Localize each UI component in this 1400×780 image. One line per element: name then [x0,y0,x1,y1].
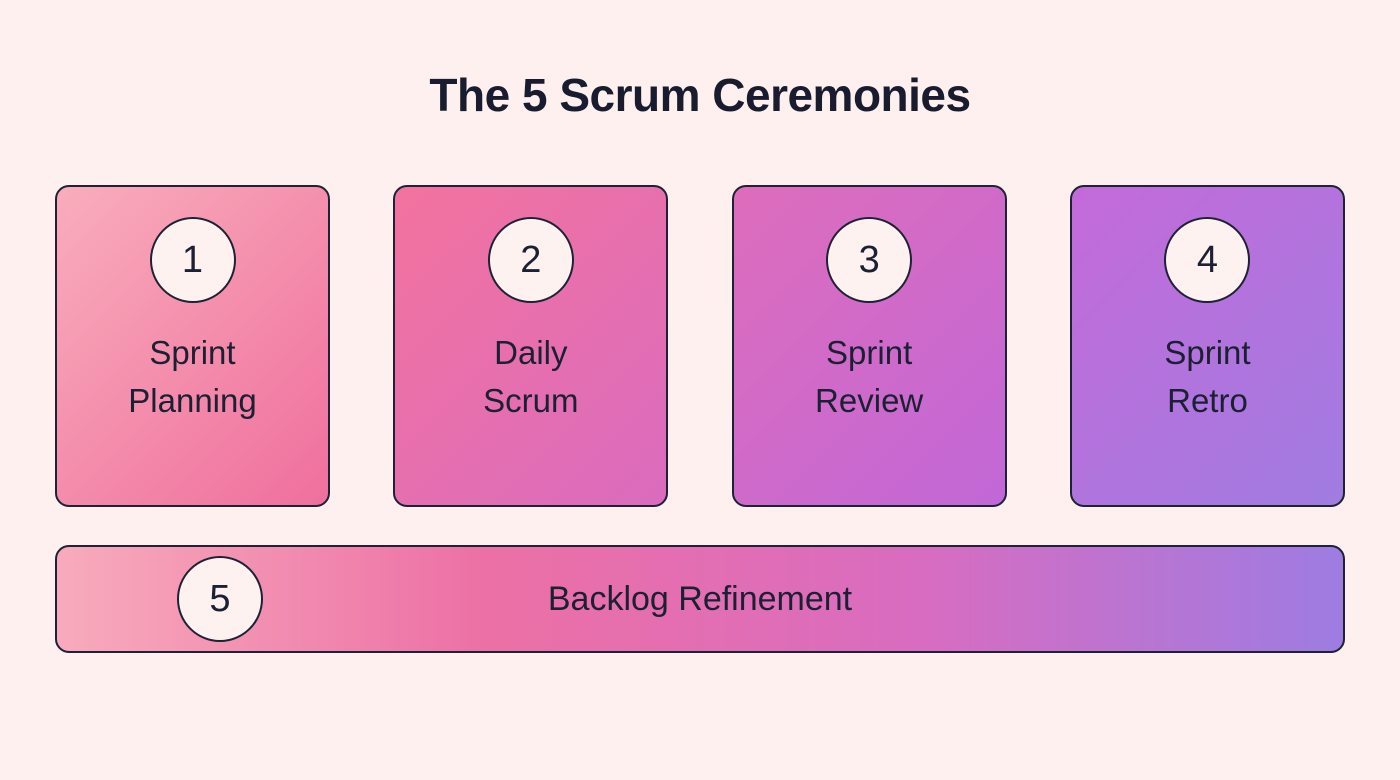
ceremony-card-sprint-retro: 4 Sprint Retro [1069,185,1345,507]
step-number: 5 [209,577,231,620]
step-number-badge: 1 [149,217,236,303]
page-title: The 5 Scrum Ceremonies [429,69,971,121]
step-number-badge: 2 [487,217,574,303]
ceremony-name: Sprint Review [815,334,924,419]
step-number: 2 [520,238,542,281]
step-number-badge: 4 [1164,217,1251,303]
step-number: 4 [1196,238,1219,281]
step-number-badge: 3 [826,217,913,303]
ceremony-banner-backlog-refinement: 5 Backlog Refinement [55,545,1345,653]
ceremony-name: Sprint Retro [1164,334,1251,419]
ceremony-name: Backlog Refinement [547,579,853,618]
step-number: 3 [858,238,880,281]
ceremony-cards-row: 1 Sprint Planning 2 Daily Scrum 3 Sprint… [55,185,1345,507]
ceremony-name: Sprint Planning [128,334,257,419]
ceremony-card-sprint-planning: 1 Sprint Planning [55,185,330,507]
step-number: 1 [181,238,204,281]
ceremony-card-sprint-review: 3 Sprint Review [731,185,1007,507]
ceremony-name: Daily Scrum [483,334,579,419]
ceremony-card-daily-scrum: 2 Daily Scrum [393,185,669,507]
step-number-badge: 5 [177,556,263,642]
